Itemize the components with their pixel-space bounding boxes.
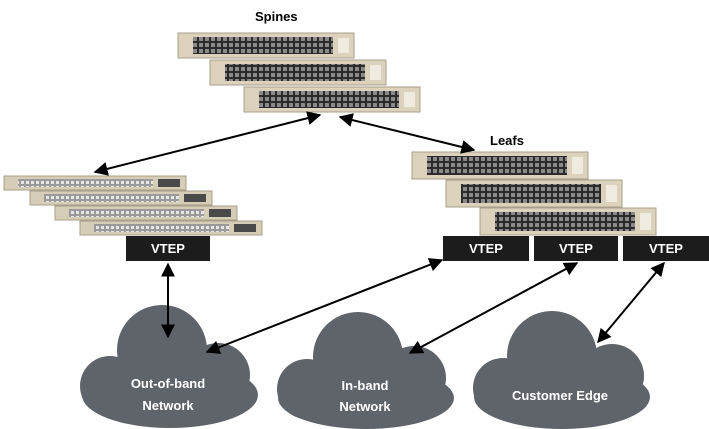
vtep-leaf-3: VTEP (623, 236, 709, 261)
arrow-spine-to-leaf (338, 113, 476, 154)
cloud-inband-label-1: In-band (342, 378, 389, 393)
cloud-customer-edge: Customer Edge (473, 311, 650, 429)
leaf-switch-2 (445, 179, 623, 208)
cloud-oob-label-2: Network (142, 398, 194, 413)
spine-switch-2 (209, 59, 387, 86)
vtep-left: VTEP (126, 236, 210, 261)
vtep-leaf-3-label: VTEP (649, 241, 683, 256)
stacked-switch-3 (54, 205, 238, 221)
leaf-switch-3 (479, 207, 657, 236)
arrow-stacked-to-spine (93, 111, 322, 176)
cloud-out-of-band-network: Out-of-band Network (80, 305, 258, 428)
vtep-leaf-1: VTEP (443, 236, 529, 261)
vtep-leaf-2-label: VTEP (559, 241, 593, 256)
leafs-label: Leafs (490, 133, 524, 148)
vtep-left-label: VTEP (151, 241, 185, 256)
stacked-switch-2 (29, 190, 213, 206)
spine-switch-3 (243, 86, 421, 113)
cloud-inband-label-2: Network (339, 399, 391, 414)
cloud-oob-label-1: Out-of-band (131, 376, 205, 391)
spine-switch-1 (177, 32, 355, 59)
stacked-switch-1 (3, 175, 187, 191)
arrow-inband-to-leaf-vtep (408, 262, 579, 354)
vtep-leaf-1-label: VTEP (469, 241, 503, 256)
cloud-customer-edge-label: Customer Edge (512, 388, 608, 403)
arrow-customer-edge-to-leaf-vtep (597, 261, 665, 344)
leaf-switch-1 (411, 151, 589, 180)
vtep-leaf-2: VTEP (534, 236, 618, 261)
stacked-switch-4 (79, 220, 263, 236)
cloud-in-band-network: In-band Network (277, 312, 454, 429)
arrow-oob-to-leaf-vtep (205, 258, 444, 354)
spines-label: Spines (255, 9, 298, 24)
